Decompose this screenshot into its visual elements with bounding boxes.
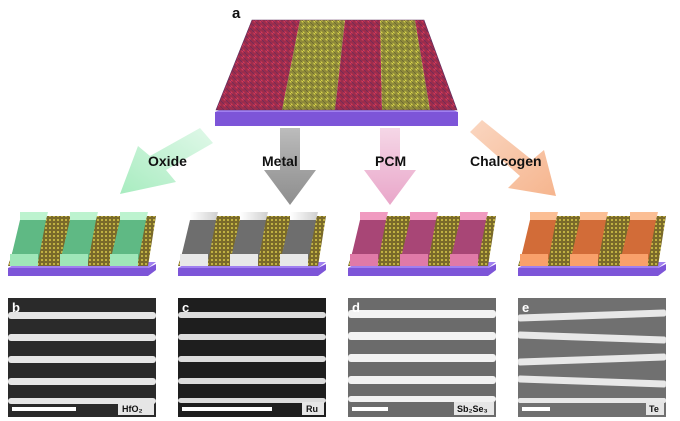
- bar-1: [180, 212, 218, 266]
- sem-panels: HfO₂ b Ru c: [8, 298, 667, 417]
- material-label-bg: [454, 402, 494, 415]
- panel-label-d: d: [352, 300, 360, 315]
- material-label-sb2se3: Sb₂Se₃: [457, 404, 488, 414]
- sem-lines: [348, 310, 496, 402]
- sem-panel-b: HfO₂ b: [8, 298, 156, 417]
- arrow-chalcogen: [470, 120, 556, 196]
- arrow-oxide: [120, 128, 213, 194]
- device-substrate: [8, 264, 156, 276]
- device-metal: [178, 212, 326, 276]
- device-substrate: [518, 264, 666, 276]
- arrow-label-pcm: PCM: [375, 153, 406, 169]
- bar-1: [10, 212, 48, 266]
- scale-bar: [522, 407, 550, 411]
- bar-3: [110, 212, 148, 266]
- arrow-label-metal: Metal: [262, 153, 298, 169]
- arrow-metal: [264, 128, 316, 205]
- material-label-ru: Ru: [306, 404, 318, 414]
- scale-bar: [12, 407, 76, 411]
- material-label-bg: [118, 402, 154, 415]
- scale-bar: [352, 407, 388, 411]
- sem-panel-e: Te e: [517, 298, 667, 417]
- arrow-pcm: [364, 128, 416, 205]
- panel-label-e: e: [522, 300, 529, 315]
- bar-2: [60, 212, 98, 266]
- devices-row: [8, 212, 666, 276]
- top-lattice-yellow-1: [282, 20, 345, 110]
- top-lattice-outline: [215, 19, 458, 111]
- device-substrate: [348, 264, 496, 276]
- bar-2: [400, 212, 438, 266]
- scale-bar: [182, 407, 272, 411]
- arrow-label-oxide: Oxide: [148, 153, 187, 169]
- top-lattice-red-3: [415, 20, 457, 110]
- top-lattice-red-2: [335, 20, 382, 110]
- bar-1: [350, 212, 388, 266]
- sem-panel-d: Sb₂Se₃ d: [348, 298, 496, 417]
- device-chalcogen: [518, 212, 666, 276]
- top-lattice-yellow-2: [380, 20, 430, 110]
- bar-2: [570, 212, 608, 266]
- material-label-hfo2: HfO₂: [122, 404, 143, 414]
- top-panel: a: [215, 5, 458, 126]
- top-substrate-front: [215, 112, 458, 126]
- panel-label-b: b: [12, 300, 20, 315]
- bar-2: [230, 212, 268, 266]
- material-label-te: Te: [649, 404, 659, 414]
- bar-3: [450, 212, 488, 266]
- device-oxide: [8, 212, 156, 276]
- material-label-bg: [302, 402, 324, 415]
- sem-panel-c: Ru c: [178, 298, 326, 417]
- panel-label-c: c: [182, 300, 189, 315]
- bar-3: [280, 212, 318, 266]
- material-label-bg: [646, 402, 664, 415]
- top-lattice-red-1: [216, 20, 300, 110]
- panel-label-a: a: [232, 5, 241, 22]
- arrows: Oxide Metal PCM Chalcogen: [120, 120, 556, 205]
- sem-lines: [178, 312, 326, 403]
- device-pcm: [348, 212, 496, 276]
- bar-3: [620, 212, 658, 266]
- sem-lines: [8, 312, 156, 404]
- device-substrate: [178, 264, 326, 276]
- sem-lines: [517, 309, 667, 403]
- arrow-label-chalcogen: Chalcogen: [470, 153, 542, 169]
- bar-1: [520, 212, 558, 266]
